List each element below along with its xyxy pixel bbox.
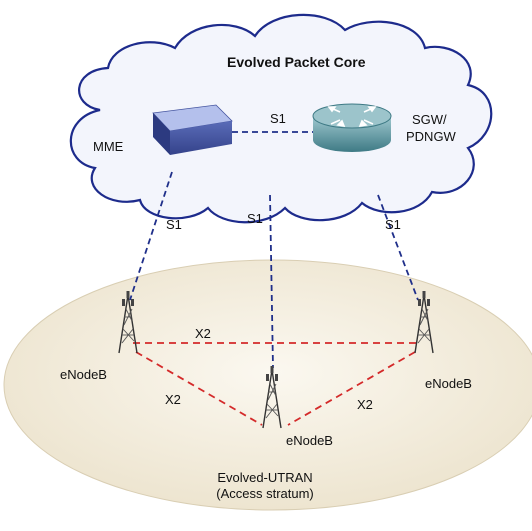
x2-link-right [287,351,416,426]
s1-left-label: S1 [166,217,182,232]
x2-links [133,342,418,426]
enodeb-right-label: eNodeB [425,376,472,391]
s1-link-left [129,171,173,301]
s1-right-label: S1 [385,217,401,232]
x2-left-label: X2 [165,392,181,407]
epc-title: Evolved Packet Core [227,54,366,70]
x2-link-left [135,351,263,426]
enodeb-middle-label: eNodeB [286,433,333,448]
s1-middle-label: S1 [247,211,263,226]
pdngw-label: PDNGW [406,129,456,144]
s1-links [129,131,419,369]
x2-top-label: X2 [195,326,211,341]
eutran-subtitle: (Access stratum) [216,486,314,501]
s1-link-right [377,194,419,301]
eutran-title: Evolved-UTRAN [217,470,313,485]
mme-label: MME [93,139,124,154]
s1-link-middle [269,194,274,369]
s1-core-label: S1 [270,111,286,126]
sgw-label: SGW/ [412,112,447,127]
router-icon [312,103,392,152]
epc-cloud [69,13,493,224]
enodeb-left-label: eNodeB [60,367,107,382]
x2-right-label: X2 [357,397,373,412]
mme-box-icon [152,104,233,155]
